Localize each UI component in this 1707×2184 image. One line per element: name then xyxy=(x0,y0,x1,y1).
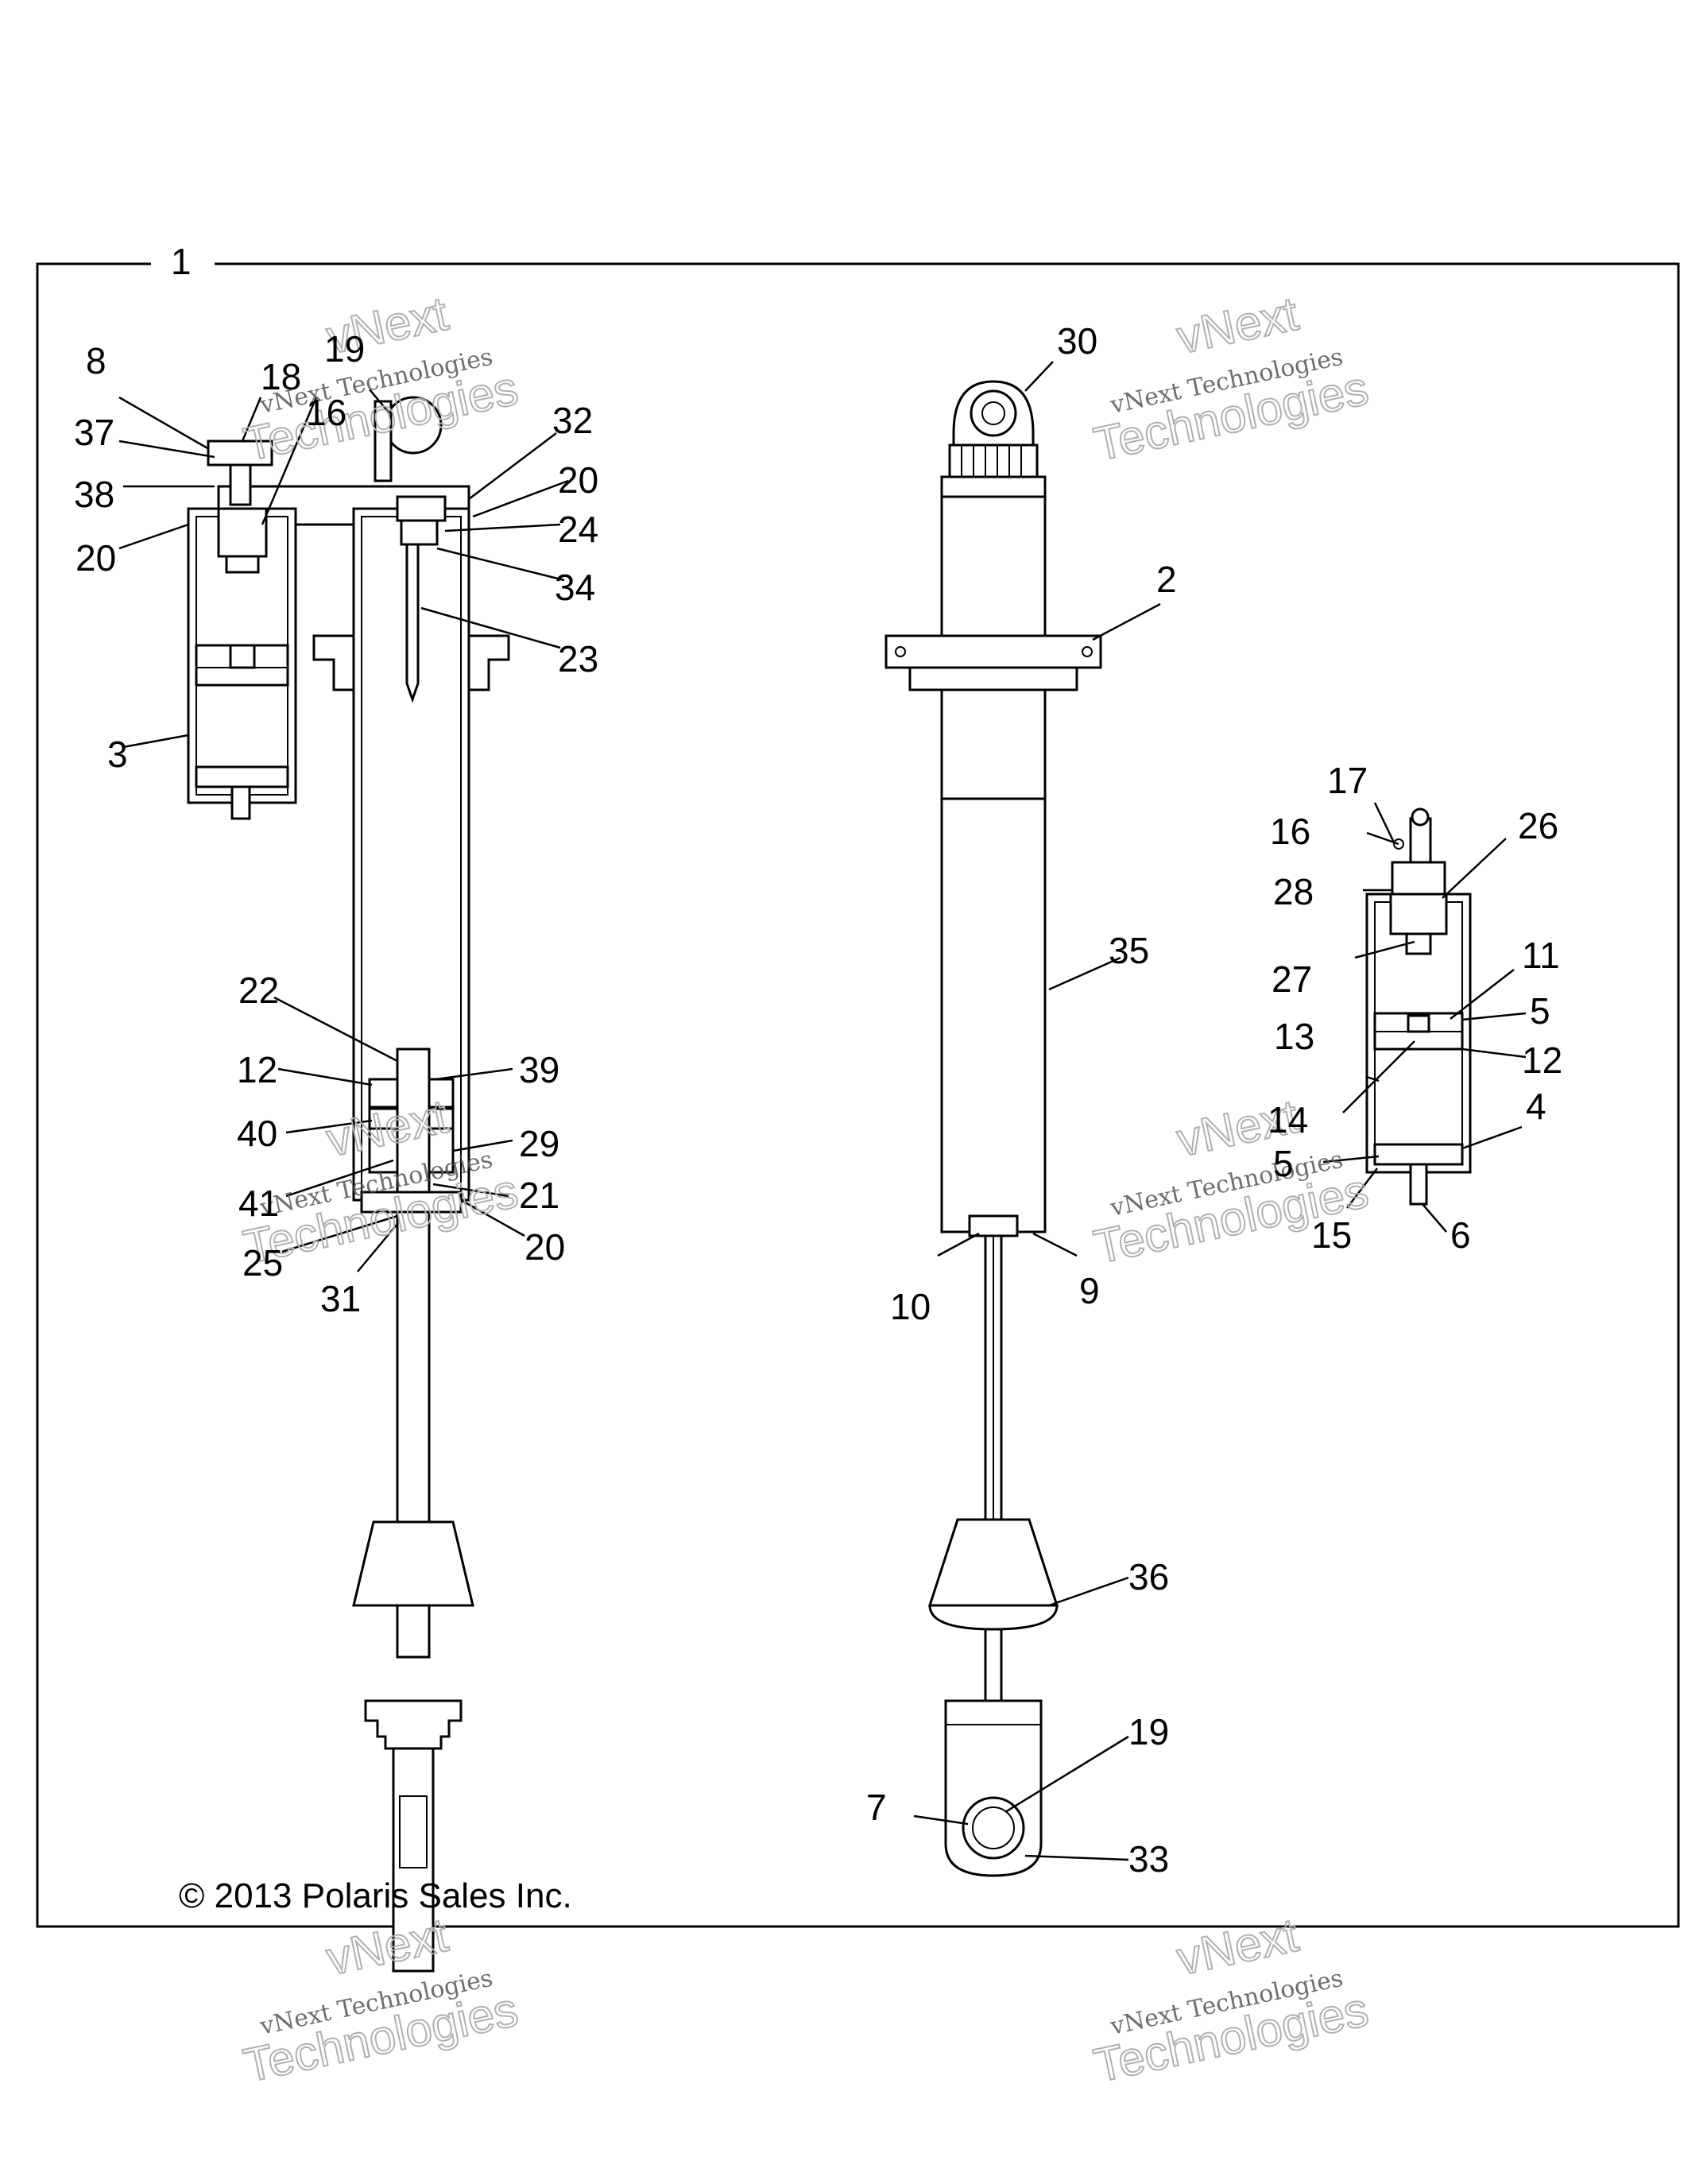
callout-28: 28 xyxy=(1273,871,1314,912)
callout-16: 16 xyxy=(306,392,346,433)
callout-4: 4 xyxy=(1526,1086,1546,1127)
callout-33: 33 xyxy=(1128,1838,1169,1880)
callout-14: 14 xyxy=(1268,1099,1308,1140)
callout-31: 31 xyxy=(320,1278,361,1319)
callout-5: 5 xyxy=(1273,1143,1294,1184)
callout-39: 39 xyxy=(519,1049,559,1090)
callout-35: 35 xyxy=(1109,930,1149,971)
callout-19: 19 xyxy=(324,328,365,370)
svg-text:vNext: vNext xyxy=(1172,287,1303,364)
callout-40: 40 xyxy=(237,1113,277,1154)
callout-18: 18 xyxy=(261,356,301,397)
callout-8: 8 xyxy=(86,340,106,381)
leader-lines xyxy=(118,361,1527,1861)
callout-21: 21 xyxy=(519,1175,559,1216)
callout-32: 32 xyxy=(552,400,593,441)
callout-6: 6 xyxy=(1450,1214,1471,1256)
callout-9: 9 xyxy=(1079,1270,1100,1311)
cutaway-shock xyxy=(187,396,510,1973)
callout-12: 12 xyxy=(237,1049,277,1090)
callout-12: 12 xyxy=(1522,1040,1562,1081)
svg-text:vNext: vNext xyxy=(1172,1908,1303,1985)
copyright-notice: © 2013 Polaris Sales Inc. xyxy=(179,1876,572,1915)
callout-11: 11 xyxy=(1522,935,1560,976)
callout-1: 1 xyxy=(171,241,192,282)
callout-38: 38 xyxy=(74,474,114,515)
callout-7: 7 xyxy=(866,1787,887,1828)
callout-41: 41 xyxy=(238,1183,279,1224)
callout-10: 10 xyxy=(890,1286,931,1327)
callout-20: 20 xyxy=(524,1226,565,1268)
callout-2: 2 xyxy=(1156,559,1177,600)
callouts: 1 8 37 38 20 3 18 16 19 32 20 24 34 23 2… xyxy=(74,241,1562,1915)
callout-3: 3 xyxy=(107,734,128,775)
callout-19: 19 xyxy=(1128,1711,1169,1752)
callout-27: 27 xyxy=(1272,958,1312,1000)
callout-20: 20 xyxy=(75,537,116,579)
callout-23: 23 xyxy=(558,638,598,680)
reservoir-detail xyxy=(1365,807,1472,1206)
callout-13: 13 xyxy=(1274,1016,1314,1057)
callout-17: 17 xyxy=(1327,760,1368,801)
assembled-shock xyxy=(884,380,1102,1877)
callout-36: 36 xyxy=(1128,1556,1169,1597)
callout-30: 30 xyxy=(1057,320,1097,362)
callout-26: 26 xyxy=(1518,805,1558,846)
callout-15: 15 xyxy=(1311,1214,1352,1256)
callout-25: 25 xyxy=(242,1242,283,1284)
callout-29: 29 xyxy=(519,1123,559,1164)
assembly-frame xyxy=(36,262,1680,1928)
callout-16: 16 xyxy=(1270,811,1310,852)
callout-5: 5 xyxy=(1530,990,1550,1032)
callout-37: 37 xyxy=(74,412,114,453)
svg-text:vNext: vNext xyxy=(322,1908,452,1985)
callout-24: 24 xyxy=(558,509,598,550)
callout-22: 22 xyxy=(238,970,279,1011)
callout-34: 34 xyxy=(555,567,595,608)
callout-20: 20 xyxy=(558,459,598,501)
